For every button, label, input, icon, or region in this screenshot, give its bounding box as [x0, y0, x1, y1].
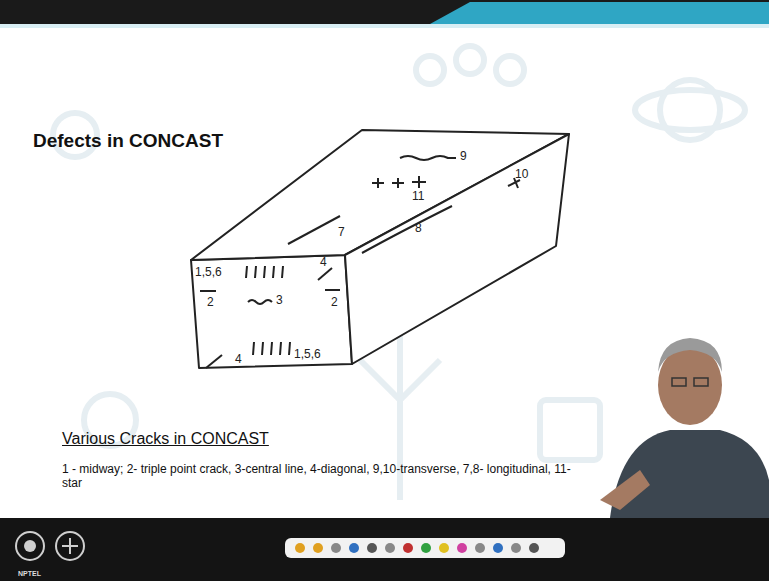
- callout-number: 8: [415, 222, 422, 236]
- callout-number: 10: [515, 168, 528, 182]
- header-shadow: [0, 24, 769, 28]
- logo: [24, 540, 36, 552]
- callout-number: 4: [235, 353, 242, 367]
- callout-number: 3: [276, 294, 283, 308]
- toolbar: [285, 538, 565, 558]
- callout-number: 7: [338, 226, 345, 240]
- slab-drawing: [191, 130, 569, 368]
- logo-text: NPTEL: [18, 570, 41, 578]
- header-accent: [430, 2, 769, 24]
- toolbar-icons: [295, 543, 539, 553]
- callout-number: 4: [320, 256, 327, 270]
- crack-marks: [200, 156, 520, 368]
- logo: [62, 538, 78, 554]
- caption-text: 1 - midway; 2- triple point crack, 3-cen…: [62, 463, 582, 491]
- callout-number: 1,5,6: [195, 266, 222, 280]
- callout-number: 2: [207, 296, 214, 310]
- slide-title: Defects in CONCAST: [33, 130, 223, 152]
- presenter-video: [600, 338, 769, 518]
- callout-number: 1,5,6: [294, 348, 321, 362]
- footer-bar: [0, 518, 769, 581]
- logo: [56, 532, 84, 560]
- callout-number: 11: [412, 190, 424, 204]
- header-bar: [0, 0, 769, 24]
- logo: [16, 532, 44, 560]
- callout-number: 2: [331, 296, 338, 310]
- subheading: Various Cracks in CONCAST: [62, 430, 269, 448]
- callout-number: 9: [460, 150, 467, 164]
- watermark: [53, 46, 745, 500]
